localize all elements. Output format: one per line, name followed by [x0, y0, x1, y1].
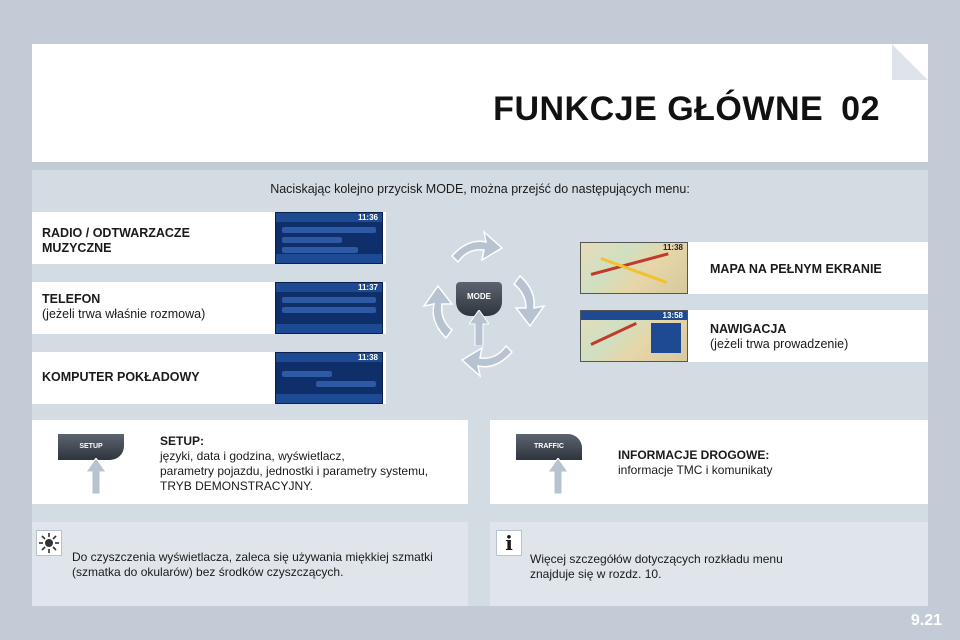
screen-clock: 13:58	[662, 311, 683, 320]
screen-clock: 11:38	[357, 353, 378, 362]
note-line: Więcej szczegółów dotyczących rozkładu m…	[530, 552, 783, 566]
phone-screen-thumbnail: 11:37	[275, 282, 383, 334]
screen-line	[282, 247, 358, 253]
setup-button[interactable]: SETUP	[58, 434, 124, 460]
guidance-panel	[651, 323, 681, 353]
screen-top-bar	[276, 283, 382, 292]
note-line: (szmatka do okularów) bez środków czyszc…	[72, 565, 344, 579]
setup-line: języki, data i godzina, wyświetlacz,	[160, 449, 345, 463]
menu-title: RADIO / ODTWARZACZE	[42, 226, 190, 240]
screen-line	[282, 227, 376, 233]
info-note-text: Więcej szczegółów dotyczących rozkładu m…	[530, 552, 783, 582]
menu-label-phone: TELEFON (jeżeli trwa właśnie rozmowa)	[42, 292, 205, 322]
cleaning-note-text: Do czyszczenia wyświetlacza, zaleca się …	[72, 550, 433, 580]
radio-screen-thumbnail: 11:36	[275, 212, 383, 264]
setup-line: parametry pojazdu, jednostki i parametry…	[160, 464, 429, 478]
page-corner-fold	[892, 44, 928, 80]
note-line: Do czyszczenia wyświetlacza, zaleca się …	[72, 550, 433, 564]
traffic-line: informacje TMC i komunikaty	[618, 463, 773, 477]
setup-box: SETUP SETUP: języki, data i godzina, wyś…	[32, 420, 468, 504]
screen-line	[316, 381, 376, 387]
setup-title: SETUP:	[160, 434, 205, 448]
info-icon: i	[496, 530, 522, 556]
cycle-arrow-right-icon	[512, 274, 546, 328]
title-text: FUNKCJE GŁÓWNE	[493, 90, 824, 128]
menu-subtitle: (jeżeli trwa prowadzenie)	[710, 337, 849, 351]
intro-text: Naciskając kolejno przycisk MODE, można …	[270, 182, 690, 196]
screen-line	[282, 237, 342, 243]
screen-top-bar	[276, 213, 382, 222]
cycle-arrow-left-icon	[422, 284, 454, 340]
sun-icon	[36, 530, 62, 556]
mode-cycle-arrows	[422, 229, 546, 379]
map-road	[590, 322, 637, 346]
traffic-title: INFORMACJE DROGOWE:	[618, 448, 770, 462]
page-title: FUNKCJE GŁÓWNE 02	[493, 90, 880, 129]
menu-label-trip-computer: KOMPUTER POKŁADOWY	[42, 370, 200, 385]
chapter-number: 02	[841, 90, 880, 128]
menu-label-navigation: NAWIGACJA (jeżeli trwa prowadzenie)	[710, 322, 848, 352]
map-screen-thumbnail: 11:38	[580, 242, 688, 294]
setup-line: TRYB DEMONSTRACYJNY.	[160, 479, 313, 493]
mode-press-arrow-icon	[469, 310, 489, 346]
menu-row-navigation: 13:58 NAWIGACJA (jeżeli trwa prowadzenie…	[580, 310, 928, 362]
screen-clock: 11:38	[662, 243, 683, 252]
setup-description: SETUP: języki, data i godzina, wyświetla…	[160, 434, 428, 494]
screen-line	[282, 371, 332, 377]
press-arrow-icon	[86, 458, 106, 494]
menu-row-full-map: 11:38 MAPA NA PEŁNYM EKRANIE	[580, 242, 928, 294]
menu-title: NAWIGACJA	[710, 322, 787, 336]
traffic-box: TRAFFIC INFORMACJE DROGOWE: informacje T…	[490, 420, 928, 504]
cycle-arrow-top-icon	[450, 229, 504, 264]
menu-title: KOMPUTER POKŁADOWY	[42, 370, 200, 384]
screen-line	[282, 297, 376, 303]
screen-top-bar	[581, 311, 687, 320]
trip-computer-screen-thumbnail: 11:38	[275, 352, 383, 404]
screen-bottom-bar	[276, 394, 382, 403]
menu-label-radio: RADIO / ODTWARZACZE MUZYCZNE	[42, 226, 190, 256]
main-panel: Naciskając kolejno przycisk MODE, można …	[32, 170, 928, 606]
screen-clock: 11:36	[357, 213, 378, 222]
traffic-description: INFORMACJE DROGOWE: informacje TMC i kom…	[618, 448, 773, 478]
menu-title: TELEFON	[42, 292, 101, 306]
cleaning-note: Do czyszczenia wyświetlacza, zaleca się …	[32, 522, 468, 606]
menu-row-radio: RADIO / ODTWARZACZE MUZYCZNE 11:36	[32, 212, 386, 264]
screen-line	[282, 307, 376, 313]
note-line: znajduje się w rozdz. 10.	[530, 567, 662, 581]
menu-subtitle: (jeżeli trwa właśnie rozmowa)	[42, 307, 206, 321]
header-card: FUNKCJE GŁÓWNE 02	[32, 44, 928, 162]
screen-clock: 11:37	[357, 283, 378, 292]
cycle-arrow-bottom-icon	[460, 344, 514, 379]
traffic-button[interactable]: TRAFFIC	[516, 434, 582, 460]
screen-top-bar	[276, 353, 382, 362]
menu-row-trip-computer: KOMPUTER POKŁADOWY 11:38	[32, 352, 386, 404]
sun-glyph	[39, 533, 59, 553]
menu-row-phone: TELEFON (jeżeli trwa właśnie rozmowa) 11…	[32, 282, 386, 334]
menu-label-full-map: MAPA NA PEŁNYM EKRANIE	[710, 262, 882, 277]
page-number: 9.21	[910, 612, 942, 629]
map-road	[590, 252, 669, 276]
menu-title: MAPA NA PEŁNYM EKRANIE	[710, 262, 882, 276]
menu-title-line2: MUZYCZNE	[42, 241, 112, 255]
screen-bottom-bar	[276, 254, 382, 263]
screen-bottom-bar	[276, 324, 382, 333]
navigation-screen-thumbnail: 13:58	[580, 310, 688, 362]
press-arrow-icon	[548, 458, 568, 494]
info-note: i Więcej szczegółów dotyczących rozkładu…	[490, 522, 928, 606]
